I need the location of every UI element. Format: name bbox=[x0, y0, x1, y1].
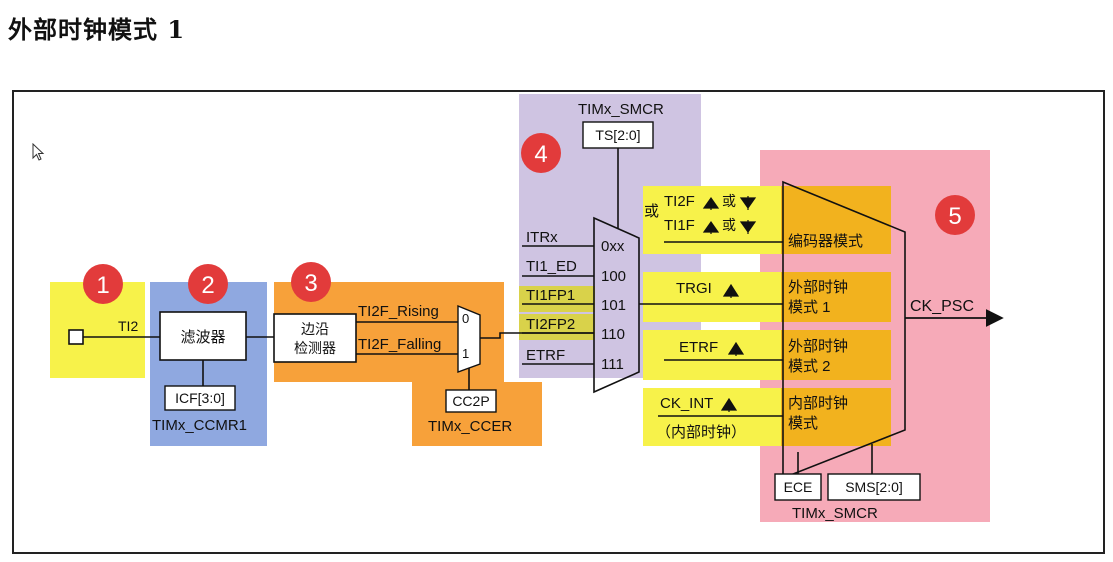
stage5-mux bbox=[782, 180, 906, 480]
ti2fp2-highlight bbox=[519, 314, 595, 340]
svg-text:5: 5 bbox=[948, 203, 961, 230]
badge-4: 4 bbox=[521, 133, 561, 173]
svg-text:4: 4 bbox=[534, 141, 547, 168]
input-etrf: ETRF bbox=[526, 347, 565, 364]
stage4-mux bbox=[593, 216, 640, 394]
falling-label: TI2F_Falling bbox=[358, 336, 441, 353]
ck-int-label: CK_INT bbox=[660, 395, 713, 412]
sms-label: SMS[2:0] bbox=[845, 479, 903, 495]
ext2-mode-box bbox=[781, 330, 891, 380]
enc-or-1: 或 bbox=[722, 193, 736, 209]
svg-text:1: 1 bbox=[96, 272, 109, 299]
badge-2: 2 bbox=[188, 264, 228, 304]
ts-label: TS[2:0] bbox=[595, 127, 640, 143]
or-label: 或 bbox=[644, 203, 659, 220]
icf-label: ICF[3:0] bbox=[175, 390, 225, 406]
filter-block bbox=[159, 311, 247, 361]
falling-edge-icon bbox=[739, 220, 757, 234]
enc-ti2f-label: TI2F bbox=[664, 193, 695, 210]
int-mode-box bbox=[781, 388, 891, 446]
badge-5: 5 bbox=[935, 195, 975, 235]
ckint-input-box bbox=[643, 388, 781, 446]
input-ti1-ed: TI1_ED bbox=[526, 258, 577, 275]
mode-encoder: 编码器模式 bbox=[788, 233, 863, 250]
falling-edge-icon bbox=[739, 196, 757, 210]
code-100: 100 bbox=[601, 268, 626, 285]
mode-ext1-b: 模式 1 bbox=[788, 299, 831, 316]
mode-ext2-b: 模式 2 bbox=[788, 358, 831, 375]
stage3-mux bbox=[457, 304, 481, 373]
cc2p-field bbox=[445, 389, 497, 413]
encoder-mode-box bbox=[781, 186, 891, 254]
mux-in1-label: 1 bbox=[462, 346, 469, 361]
edge-detector-line1: 边沿 bbox=[301, 321, 329, 337]
enc-ti1f-label: TI1F bbox=[664, 217, 695, 234]
ece-field bbox=[774, 473, 822, 501]
badge-3: 3 bbox=[291, 262, 331, 302]
rising-edge-icon bbox=[727, 341, 745, 356]
ti2-pin bbox=[68, 329, 84, 345]
mouse-cursor-icon bbox=[32, 143, 45, 161]
ext1-mode-box bbox=[781, 272, 891, 322]
ck-psc-label: CK_PSC bbox=[910, 298, 974, 315]
trgi-label: TRGI bbox=[676, 280, 712, 297]
page-title: 外部时钟模式 1 bbox=[8, 15, 186, 44]
mode-int-b: 模式 bbox=[788, 415, 818, 432]
svg-text:3: 3 bbox=[304, 270, 317, 297]
ccmr1-label: TIMx_CCMR1 bbox=[152, 417, 247, 434]
rising-edge-icon bbox=[722, 283, 740, 298]
smcr-bottom-label: TIMx_SMCR bbox=[792, 505, 878, 522]
region-2 bbox=[150, 282, 267, 446]
ti2-label: TI2 bbox=[118, 318, 138, 334]
input-itrx: ITRx bbox=[526, 229, 558, 246]
badge-1: 1 bbox=[83, 264, 123, 304]
rising-label: TI2F_Rising bbox=[358, 303, 439, 320]
input-ti1fp1: TI1FP1 bbox=[526, 287, 575, 304]
mux-in0-label: 0 bbox=[462, 311, 469, 326]
rising-edge-icon bbox=[702, 220, 720, 234]
mode-ext2-a: 外部时钟 bbox=[788, 338, 848, 355]
svg-text:2: 2 bbox=[201, 272, 214, 299]
ccer-label: TIMx_CCER bbox=[428, 418, 512, 435]
edge-detector-block bbox=[273, 313, 357, 363]
ti1fp1-highlight bbox=[519, 286, 595, 312]
ck-int-note: （内部时钟） bbox=[656, 424, 746, 441]
cc2p-label: CC2P bbox=[452, 393, 489, 409]
code-110: 110 bbox=[601, 326, 625, 343]
smcr-top-label: TIMx_SMCR bbox=[578, 101, 664, 118]
edge-detector-line2: 检测器 bbox=[294, 340, 336, 356]
sms-field bbox=[827, 473, 921, 501]
rising-edge-icon bbox=[720, 397, 738, 412]
code-111: 111 bbox=[601, 356, 624, 373]
rising-edge-icon bbox=[702, 196, 720, 210]
trgi-input-box bbox=[643, 272, 781, 322]
filter-label: 滤波器 bbox=[180, 329, 225, 346]
etrf-input-box bbox=[643, 330, 781, 380]
icf-field bbox=[164, 385, 236, 411]
mode-ext1-a: 外部时钟 bbox=[788, 279, 848, 296]
ts-field bbox=[582, 121, 654, 149]
mode-int-a: 内部时钟 bbox=[788, 395, 848, 412]
input-ti2fp2: TI2FP2 bbox=[526, 316, 575, 333]
etrf-label: ETRF bbox=[679, 339, 718, 356]
enc-or-2: 或 bbox=[722, 217, 736, 233]
code-0xx: 0xx bbox=[601, 238, 625, 255]
ece-label: ECE bbox=[784, 479, 813, 495]
code-101: 101 bbox=[601, 297, 626, 314]
